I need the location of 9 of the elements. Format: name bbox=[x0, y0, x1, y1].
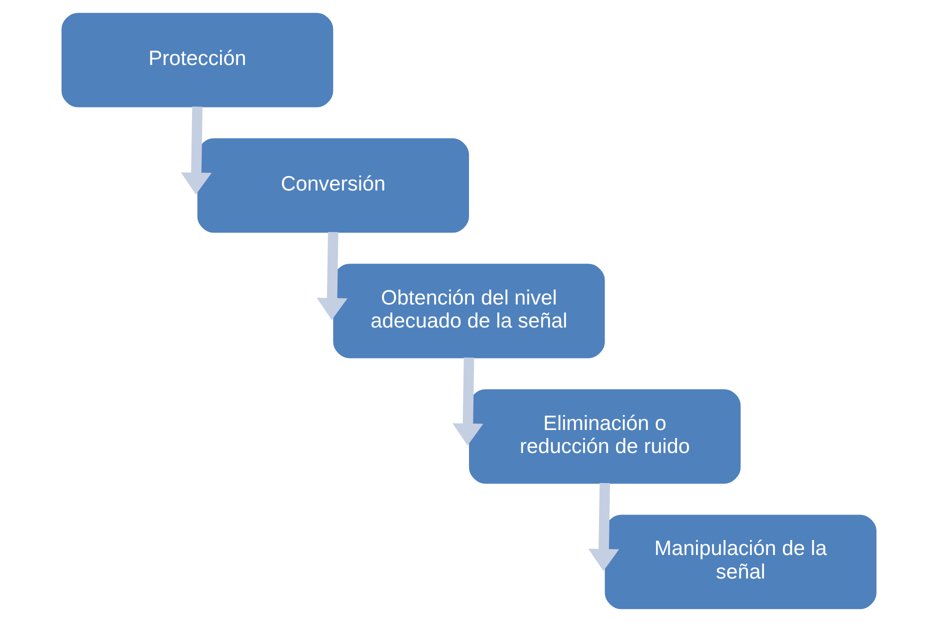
node-box: Obtención del nivel adecuado de la señal bbox=[333, 264, 605, 358]
node-box: Protección bbox=[62, 12, 334, 108]
arrow bbox=[452, 357, 484, 446]
node-box: Manipulación de la señal bbox=[604, 514, 876, 610]
arrow bbox=[588, 482, 620, 571]
node-box: Eliminación o reducción de ruido bbox=[469, 389, 741, 484]
arrow bbox=[180, 106, 212, 195]
node-box: Conversión bbox=[197, 138, 469, 233]
arrow bbox=[316, 232, 348, 320]
